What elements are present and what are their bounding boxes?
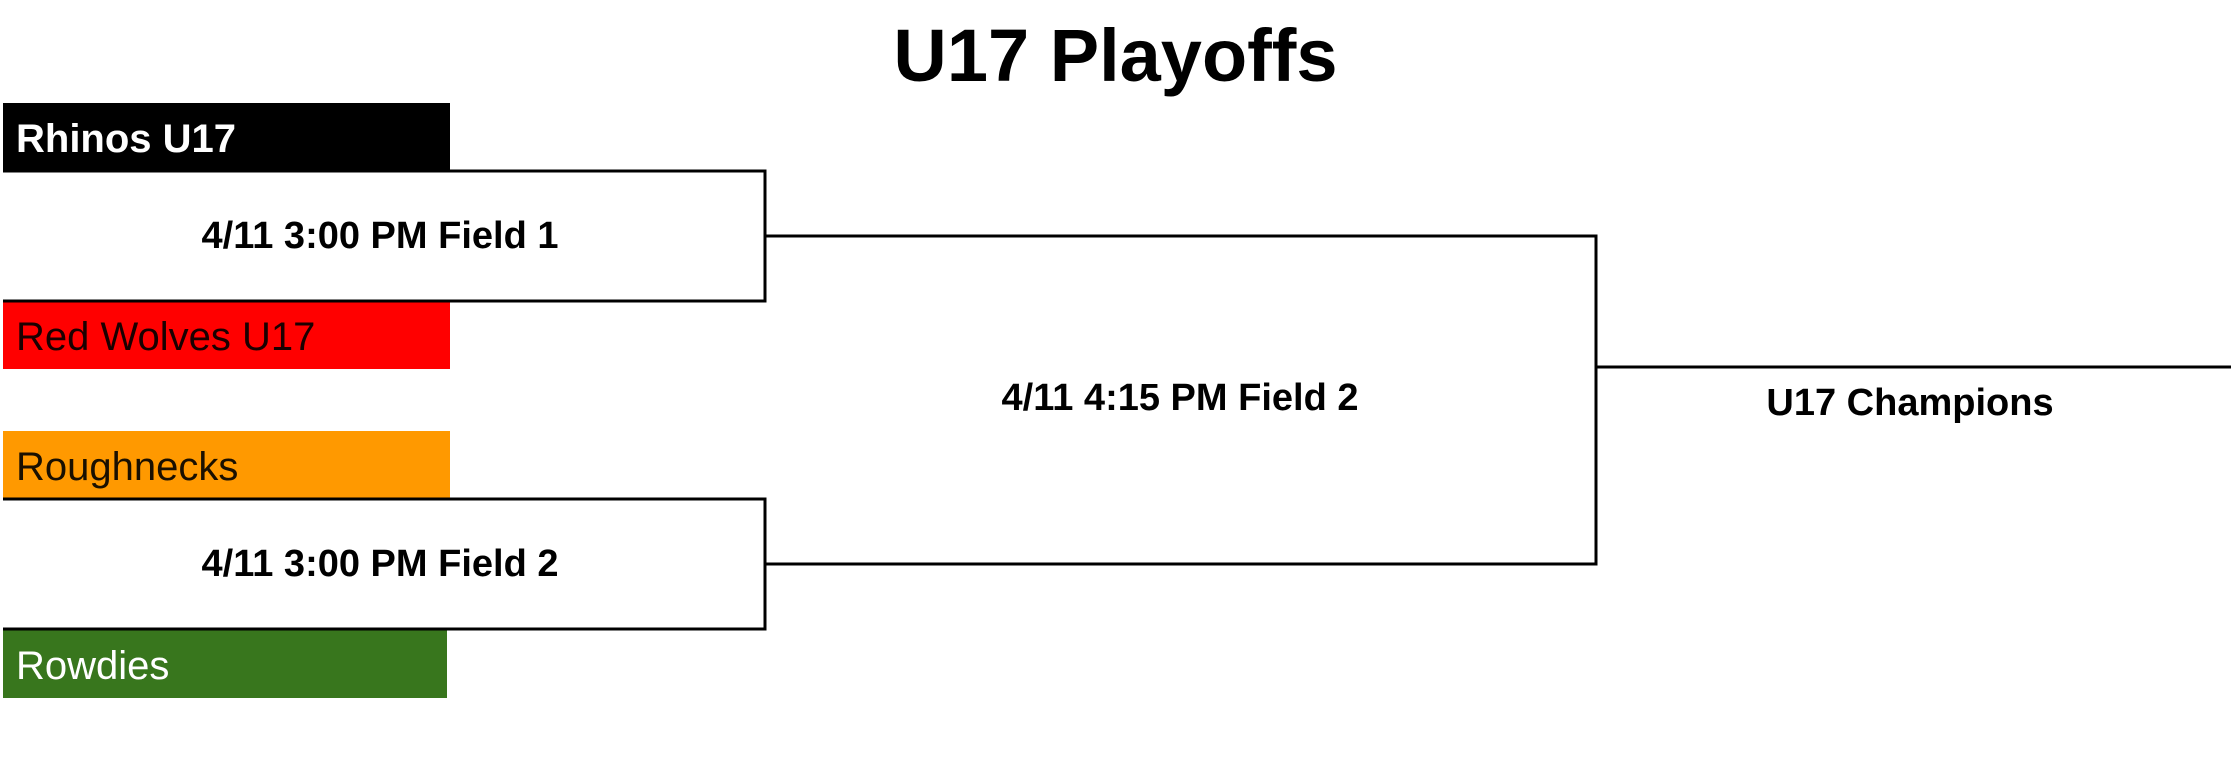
team-slot-rowdies: Rowdies xyxy=(3,630,447,698)
semi-2-game-info: 4/11 3:00 PM Field 2 xyxy=(201,543,559,585)
final-game-info: 4/11 4:15 PM Field 2 xyxy=(1001,377,1359,419)
semi-1-game-info: 4/11 3:00 PM Field 1 xyxy=(201,215,559,257)
team-slot-roughnecks: Roughnecks xyxy=(3,431,450,499)
bracket-title: U17 Playoffs xyxy=(893,14,1338,97)
champion-label: U17 Champions xyxy=(1766,382,2054,424)
team-slot-red-wolves: Red Wolves U17 xyxy=(3,301,450,369)
team-slot-rhinos: Rhinos U17 xyxy=(3,103,450,171)
